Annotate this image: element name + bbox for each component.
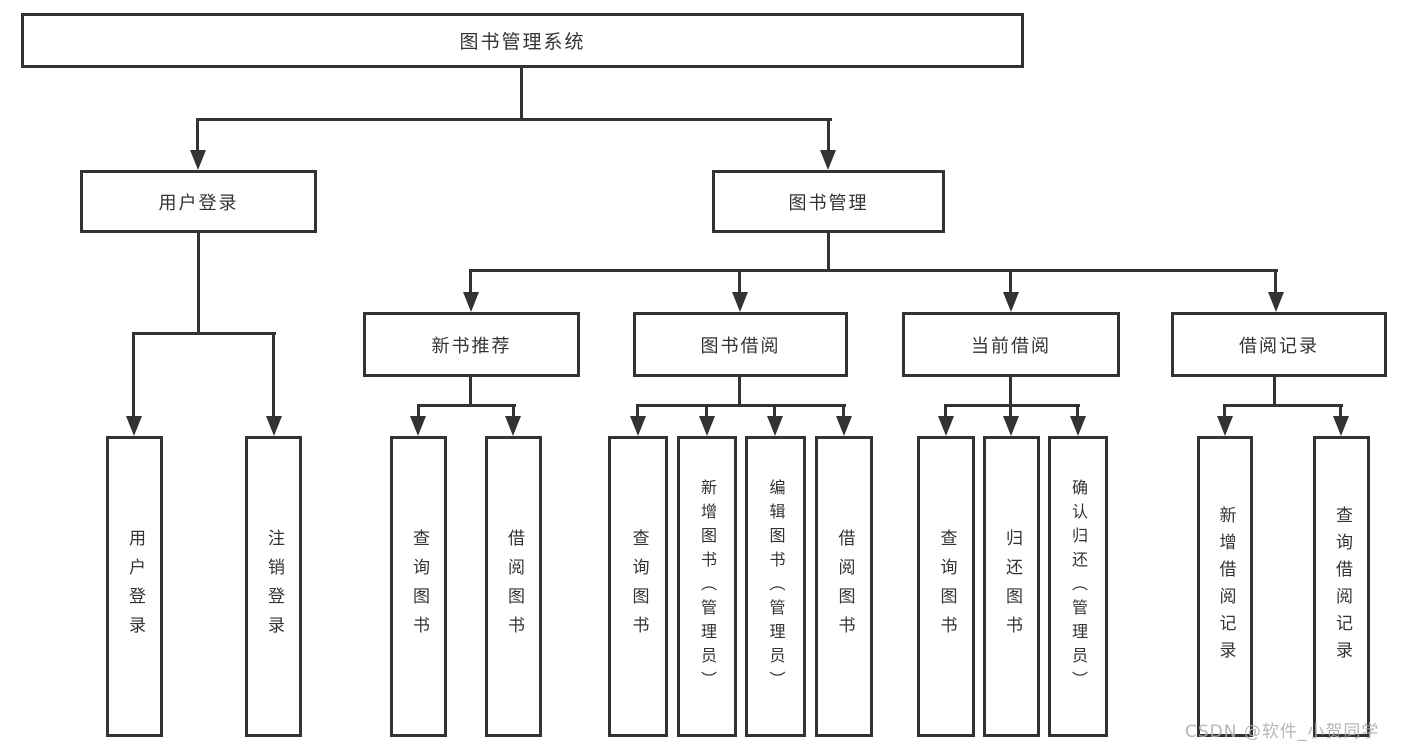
connector-shaft-records — [1274, 269, 1277, 294]
connector-root-bar — [196, 118, 832, 121]
arrow-down-icon — [126, 416, 142, 436]
leaf-confirm-return-admin: 确认归还（管理员） — [1048, 436, 1108, 737]
leaf-user-login-label: 用户登录 — [125, 528, 145, 645]
arrow-down-icon — [1003, 416, 1019, 436]
connector-user-login-bar — [132, 332, 276, 335]
connector-groupB-bar — [636, 404, 846, 407]
arrow-down-icon — [410, 416, 426, 436]
connector-groupA-bar — [417, 404, 516, 407]
arrow-down-icon — [836, 416, 852, 436]
leaf-query-books-current-label: 查询图书 — [936, 528, 957, 645]
leaf-add-books-admin: 新增图书（管理员） — [677, 436, 737, 737]
connector-groupD-bar — [1223, 404, 1343, 407]
leaf-edit-books-admin-label: 编辑图书（管理员） — [766, 478, 786, 695]
arrow-down-icon — [1268, 292, 1284, 312]
node-book-mgmt-label: 图书管理 — [788, 192, 869, 214]
arrow-down-icon — [463, 292, 479, 312]
leaf-add-borrow-record: 新增借阅记录 — [1197, 436, 1253, 737]
connector-groupA-stub — [469, 377, 472, 407]
arrow-down-icon — [767, 416, 783, 436]
leaf-edit-books-admin: 编辑图书（管理员） — [745, 436, 806, 737]
arrow-down-icon — [1070, 416, 1086, 436]
connector-user-login-stub — [197, 233, 200, 334]
leaf-query-borrow-record: 查询借阅记录 — [1313, 436, 1370, 737]
connector-shaft-leaf — [944, 404, 947, 418]
arrow-down-icon — [1333, 416, 1349, 436]
node-new-book-recommend: 新书推荐 — [363, 312, 580, 377]
arrow-down-icon — [938, 416, 954, 436]
connector-shaft-leaf — [1223, 404, 1226, 418]
leaf-query-books-borrowing-label: 查询图书 — [628, 528, 649, 645]
connector-groupB-stub — [738, 377, 741, 407]
node-new-book-recommend-label: 新书推荐 — [431, 335, 512, 357]
arrow-down-icon — [190, 150, 206, 170]
connector-shaft-book-mgmt — [827, 118, 830, 152]
connector-book-mgmt-bar — [469, 269, 1278, 272]
connector-groupC-stub — [1009, 377, 1012, 407]
connector-shaft-leaf — [512, 404, 515, 418]
leaf-confirm-return-admin-label: 确认归还（管理员） — [1069, 478, 1088, 695]
node-user-login-label: 用户登录 — [158, 192, 239, 214]
arrow-down-icon — [699, 416, 715, 436]
node-borrowing-records-label: 借阅记录 — [1239, 335, 1319, 357]
connector-shaft-current — [1009, 269, 1012, 294]
leaf-borrow-books-recommend-label: 借阅图书 — [504, 528, 524, 645]
arrow-down-icon — [630, 416, 646, 436]
connector-root-stub — [520, 68, 523, 120]
csdn-watermark: CSDN @软件_小贺同学 — [1185, 722, 1380, 742]
connector-shaft-leaf — [1339, 404, 1342, 418]
connector-shaft-leaf — [132, 332, 135, 418]
connector-book-mgmt-stub — [827, 233, 830, 272]
leaf-borrow-books: 借阅图书 — [815, 436, 873, 737]
node-current-borrowing: 当前借阅 — [902, 312, 1120, 377]
leaf-logout-label: 注销登录 — [264, 528, 284, 645]
arrow-down-icon — [820, 150, 836, 170]
node-root-label: 图书管理系统 — [459, 31, 586, 53]
leaf-query-books-recommend: 查询图书 — [390, 436, 447, 737]
connector-groupC-bar — [944, 404, 1080, 407]
connector-shaft-new-books — [469, 269, 472, 294]
leaf-query-books-recommend-label: 查询图书 — [409, 528, 429, 645]
connector-shaft-leaf — [842, 404, 845, 418]
connector-groupD-stub — [1273, 377, 1276, 407]
arrow-down-icon — [505, 416, 521, 436]
leaf-add-borrow-record-label: 新增借阅记录 — [1215, 505, 1236, 668]
node-root: 图书管理系统 — [21, 13, 1024, 68]
node-book-borrowing: 图书借阅 — [633, 312, 848, 377]
leaf-borrow-books-label: 借阅图书 — [834, 528, 855, 645]
node-borrowing-records: 借阅记录 — [1171, 312, 1387, 377]
connector-shaft-leaf — [1009, 404, 1012, 418]
leaf-query-books-borrowing: 查询图书 — [608, 436, 668, 737]
arrow-down-icon — [266, 416, 282, 436]
leaf-borrow-books-recommend: 借阅图书 — [485, 436, 542, 737]
node-book-mgmt: 图书管理 — [712, 170, 945, 233]
node-user-login: 用户登录 — [80, 170, 317, 233]
arrow-down-icon — [1217, 416, 1233, 436]
connector-shaft-leaf — [1076, 404, 1079, 418]
connector-shaft-user-login — [196, 118, 199, 152]
arrow-down-icon — [1003, 292, 1019, 312]
node-current-borrowing-label: 当前借阅 — [971, 335, 1051, 357]
leaf-return-books-label: 归还图书 — [1002, 528, 1022, 645]
connector-shaft-leaf — [272, 332, 275, 418]
leaf-return-books: 归还图书 — [983, 436, 1040, 737]
connector-shaft-leaf — [636, 404, 639, 418]
leaf-query-borrow-record-label: 查询借阅记录 — [1332, 505, 1352, 668]
arrow-down-icon — [732, 292, 748, 312]
connector-shaft-borrowing — [738, 269, 741, 294]
leaf-user-login: 用户登录 — [106, 436, 163, 737]
leaf-logout: 注销登录 — [245, 436, 302, 737]
connector-shaft-leaf — [417, 404, 420, 418]
leaf-add-books-admin-label: 新增图书（管理员） — [698, 478, 717, 695]
leaf-query-books-current: 查询图书 — [917, 436, 975, 737]
connector-shaft-leaf — [773, 404, 776, 418]
connector-shaft-leaf — [705, 404, 708, 418]
node-book-borrowing-label: 图书借阅 — [700, 335, 781, 357]
